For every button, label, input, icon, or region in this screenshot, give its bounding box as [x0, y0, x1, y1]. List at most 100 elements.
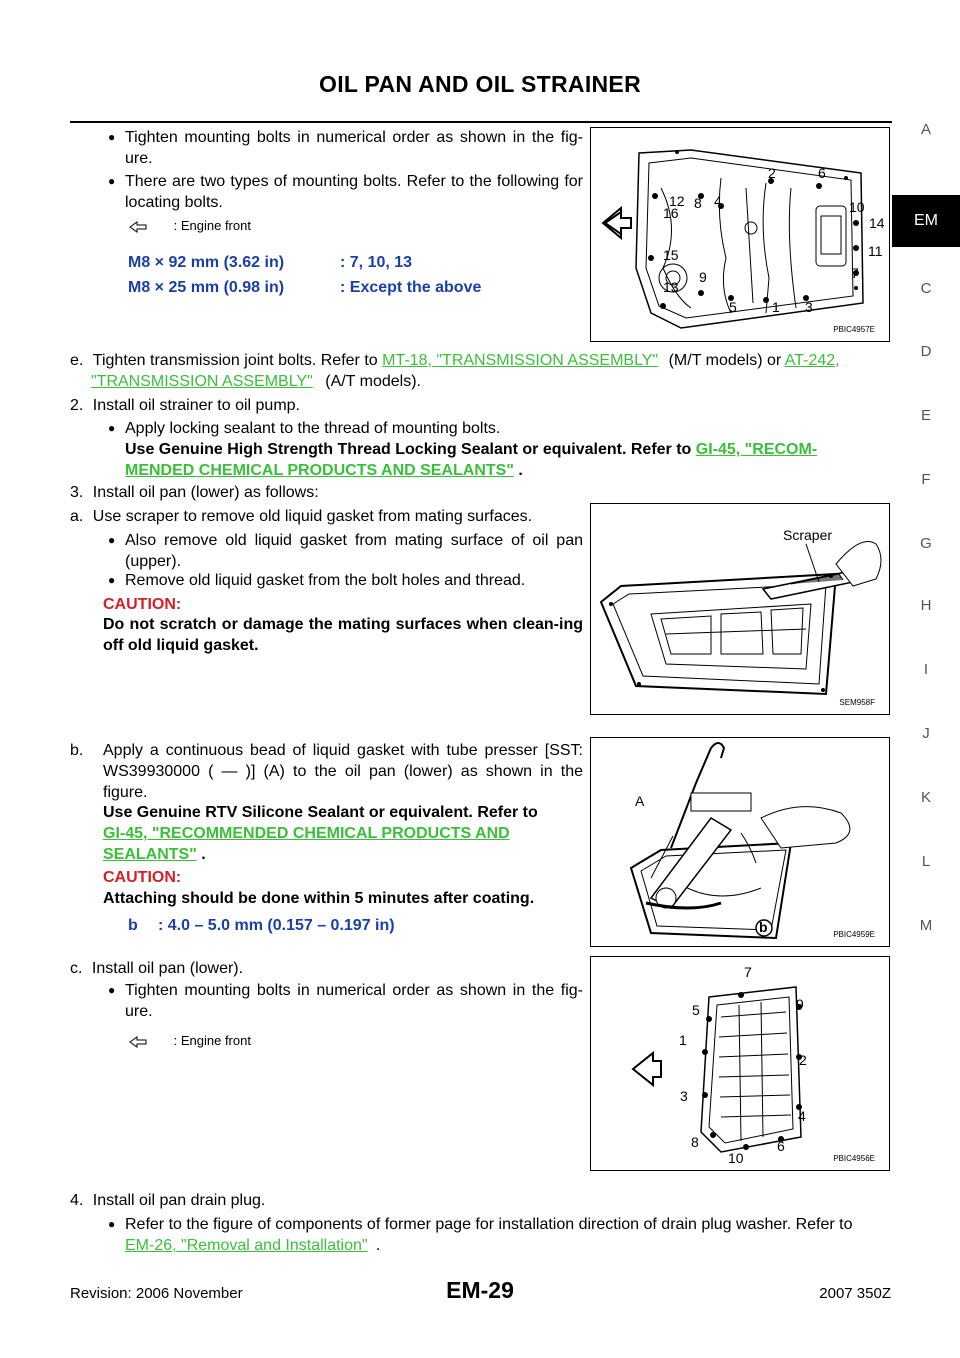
caution-text: Do not scratch or damage the mating surf…: [103, 616, 583, 654]
index-item-c[interactable]: C: [920, 280, 932, 297]
spec-b-value: : 4.0 – 5.0 mm (0.157 – 0.197 in): [158, 917, 395, 934]
step-4-link-line: EM-26, "Removal and Installation" .: [125, 1237, 381, 1254]
caution-title-b: CAUTION:: [103, 869, 182, 886]
bolt-number-label: 10: [728, 1150, 744, 1166]
vehicle-model: 2007 350Z: [819, 1285, 891, 1302]
spec2-label: M8 × 25 mm (0.98 in): [128, 279, 285, 296]
index-item-j[interactable]: J: [922, 725, 930, 742]
index-item-a[interactable]: A: [920, 121, 931, 138]
bullet-locking-sealant: Apply locking sealant to the thread of m…: [108, 418, 891, 439]
page-title: OIL PAN AND OIL STRAINER: [319, 71, 641, 97]
bolt-number-label: 1: [679, 1032, 687, 1048]
index-item-h[interactable]: H: [920, 597, 932, 614]
bolt-number-label: 7: [851, 265, 859, 281]
index-item-i[interactable]: I: [923, 661, 929, 678]
bolt-number-label: 8: [691, 1134, 699, 1150]
figure-code: SEM958F: [839, 697, 875, 707]
bolt-number-label: 2: [799, 1052, 807, 1068]
step-e: e. Tighten transmission joint bolts. Ref…: [70, 352, 840, 369]
figure-oil-pan-upper: 2 6 12 8 4 16 10 14 11 15 9 7 13 5 1 3 P…: [590, 127, 890, 342]
header-rule: [70, 121, 892, 123]
index-item-e[interactable]: E: [920, 407, 931, 424]
step-4: 4. Install oil pan drain plug.: [70, 1192, 266, 1209]
index-item-f[interactable]: F: [921, 471, 931, 488]
bolt-number-label: 14: [869, 215, 885, 231]
bolt-number-label: 6: [777, 1138, 785, 1154]
bolt-number-label: 10: [849, 199, 865, 215]
link-at-242[interactable]: AT-242,: [784, 352, 840, 369]
scraper-label: Scraper: [783, 527, 833, 543]
bullet-remove-holes: Remove old liquid gasket from the bolt h…: [108, 570, 583, 591]
bolt-number-label: 12: [669, 193, 685, 209]
bolt-number-label: 11: [868, 243, 883, 259]
scraper-diagram: [599, 541, 882, 696]
engine-front-arrow-icon: [129, 220, 147, 233]
index-item-k[interactable]: K: [920, 789, 931, 806]
step-e-line2: "TRANSMISSION ASSEMBLY" (A/T models).: [91, 373, 421, 390]
label-b: b: [759, 919, 768, 935]
step-3: 3. Install oil pan (lower) as follows:: [70, 484, 319, 501]
figure-code: PBIC4957E: [833, 324, 875, 334]
bullet-bolt-types: There are two types of mounting bolts. R…: [108, 171, 583, 213]
bolt-number-label: 5: [692, 1002, 700, 1018]
link-gi-45-b-title[interactable]: SEALANTS": [103, 846, 197, 863]
figure-oil-pan-lower: 7 5 9 1 2 3 4 8 6 10 PBIC4956E: [590, 956, 890, 1171]
revision-date: Revision: 2006 November: [70, 1285, 243, 1302]
step-a: a. Use scraper to remove old liquid gask…: [70, 508, 533, 525]
bolt-number-label: 6: [818, 165, 826, 181]
bolt-number-label: 3: [805, 299, 813, 315]
bullet-tighten-order: Tighten mounting bolts in numerical orde…: [108, 127, 583, 169]
link-gi-45[interactable]: GI-45, "RECOM-: [695, 441, 818, 458]
legend-engine-front-2: : Engine front: [128, 1033, 251, 1050]
oil-pan-upper-diagram: [601, 149, 864, 329]
caution-text-b: Attaching should be done within 5 minute…: [103, 890, 535, 907]
figure-code: PBIC4956E: [833, 1153, 875, 1163]
spec1-value: : 7, 10, 13: [340, 254, 413, 271]
bolt-number-label: 15: [663, 247, 679, 263]
step-2-bold: Use Genuine High Strength Thread Locking…: [125, 441, 818, 458]
legend-engine-front: : Engine front: [128, 218, 251, 235]
link-em-26[interactable]: EM-26, "Removal and Installation": [125, 1237, 368, 1254]
step-2: 2. Install oil strainer to oil pump.: [70, 397, 300, 414]
bullet-drain-plug: Refer to the figure of components of for…: [108, 1214, 891, 1235]
index-item-l[interactable]: L: [921, 853, 931, 870]
index-item-g[interactable]: G: [920, 535, 932, 552]
index-item-em[interactable]: EM: [892, 195, 960, 247]
figure-scraper: Scraper SEM958F: [590, 503, 890, 715]
tube-presser-diagram: [629, 742, 851, 940]
label-a: A: [635, 793, 645, 809]
bolt-number-label: 4: [798, 1108, 806, 1124]
bolt-number-label: 5: [729, 299, 737, 315]
figure-tube-presser: A b PBIC4959E: [590, 737, 890, 947]
bolt-number-label: 3: [680, 1088, 688, 1104]
index-item-d[interactable]: D: [920, 343, 932, 360]
step-b-bold: Use Genuine RTV Silicone Sealant or equi…: [103, 804, 538, 821]
link-at-242-title[interactable]: "TRANSMISSION ASSEMBLY": [91, 373, 313, 390]
page-number: EM-29: [446, 1277, 514, 1303]
bolt-number-label: 7: [744, 964, 752, 980]
spec2-value: : Except the above: [340, 279, 482, 296]
engine-front-arrow-icon: [129, 1035, 147, 1048]
spec-b-label: b: [128, 917, 138, 934]
bolt-number-label: 8: [694, 195, 702, 211]
bullet-remove-upper: Also remove old liquid gasket from matin…: [108, 530, 583, 572]
link-mt-18[interactable]: MT-18, "TRANSMISSION ASSEMBLY": [382, 352, 659, 369]
bolt-number-label: 1: [772, 299, 780, 315]
bolt-number-label: 16: [663, 205, 679, 221]
link-gi-45-b[interactable]: GI-45, "RECOMMENDED CHEMICAL PRODUCTS AN…: [103, 825, 510, 842]
link-gi-45-title[interactable]: MENDED CHEMICAL PRODUCTS AND SEALANTS": [125, 462, 514, 479]
bullet-tighten-lower: Tighten mounting bolts in numerical orde…: [108, 980, 583, 1022]
index-item-m[interactable]: M: [919, 917, 933, 934]
bolt-number-label: 2: [768, 165, 776, 181]
oil-pan-lower-diagram: [631, 986, 802, 1153]
bolt-number-label: 4: [714, 193, 722, 209]
caution-title: CAUTION:: [103, 596, 182, 613]
step-c: c. Install oil pan (lower).: [70, 960, 244, 977]
figure-code: PBIC4959E: [833, 929, 875, 939]
step-b-link-line2: SEALANTS" .: [103, 846, 206, 863]
bolt-number-label: 13: [663, 279, 679, 295]
step-b: b. Apply a continuous bead of liquid gas…: [70, 742, 583, 801]
step-b-link-line: GI-45, "RECOMMENDED CHEMICAL PRODUCTS AN…: [103, 823, 583, 844]
bolt-number-label: 9: [796, 996, 804, 1012]
bolt-number-label: 9: [699, 269, 707, 285]
